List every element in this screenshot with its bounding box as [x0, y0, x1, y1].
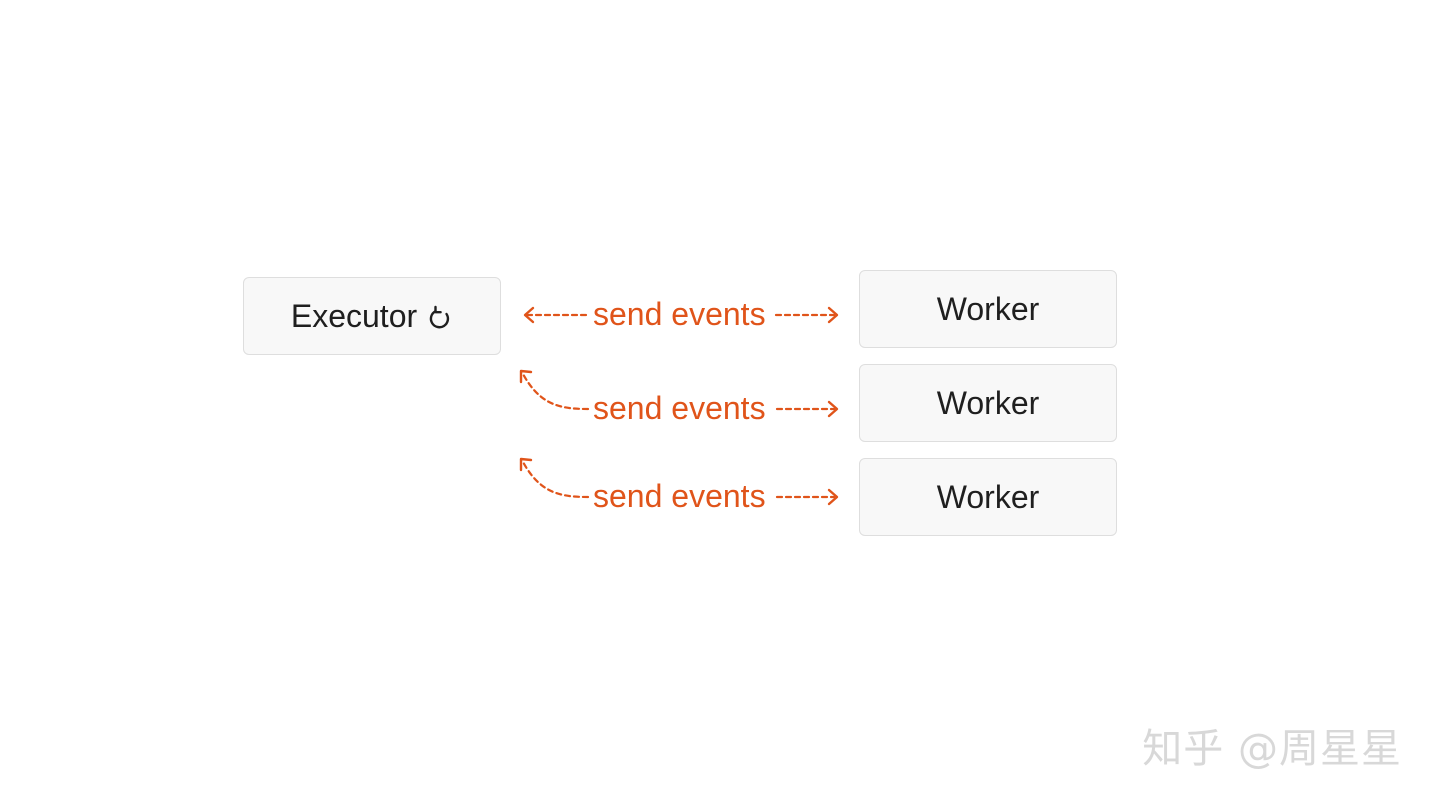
worker-node-3: Worker: [859, 458, 1117, 536]
refresh-icon: [429, 305, 450, 329]
edge-2-curve: [521, 372, 590, 411]
worker-label: Worker: [936, 384, 1040, 421]
edge-2-up-arrowhead: [519, 369, 533, 384]
edge-1-left-arrowhead: [523, 306, 535, 324]
edge-2-right-arrowhead: [827, 400, 839, 418]
worker-label: Worker: [936, 290, 1040, 327]
edge-3-up-arrowhead: [519, 457, 533, 472]
edge-3-right-arrowhead: [827, 488, 839, 506]
watermark: 知乎 @周星星: [1142, 726, 1402, 772]
edge-1-right-arrowhead: [827, 306, 839, 324]
executor-node: Executor: [243, 277, 501, 355]
edge-3-curve: [521, 460, 590, 499]
edge-label: send events: [593, 390, 766, 426]
edge-label: send events: [593, 478, 766, 514]
worker-node-1: Worker: [859, 270, 1117, 348]
worker-node-2: Worker: [859, 364, 1117, 442]
executor-label: Executor: [290, 297, 418, 334]
edge-label: send events: [593, 296, 766, 332]
worker-label: Worker: [936, 478, 1040, 515]
